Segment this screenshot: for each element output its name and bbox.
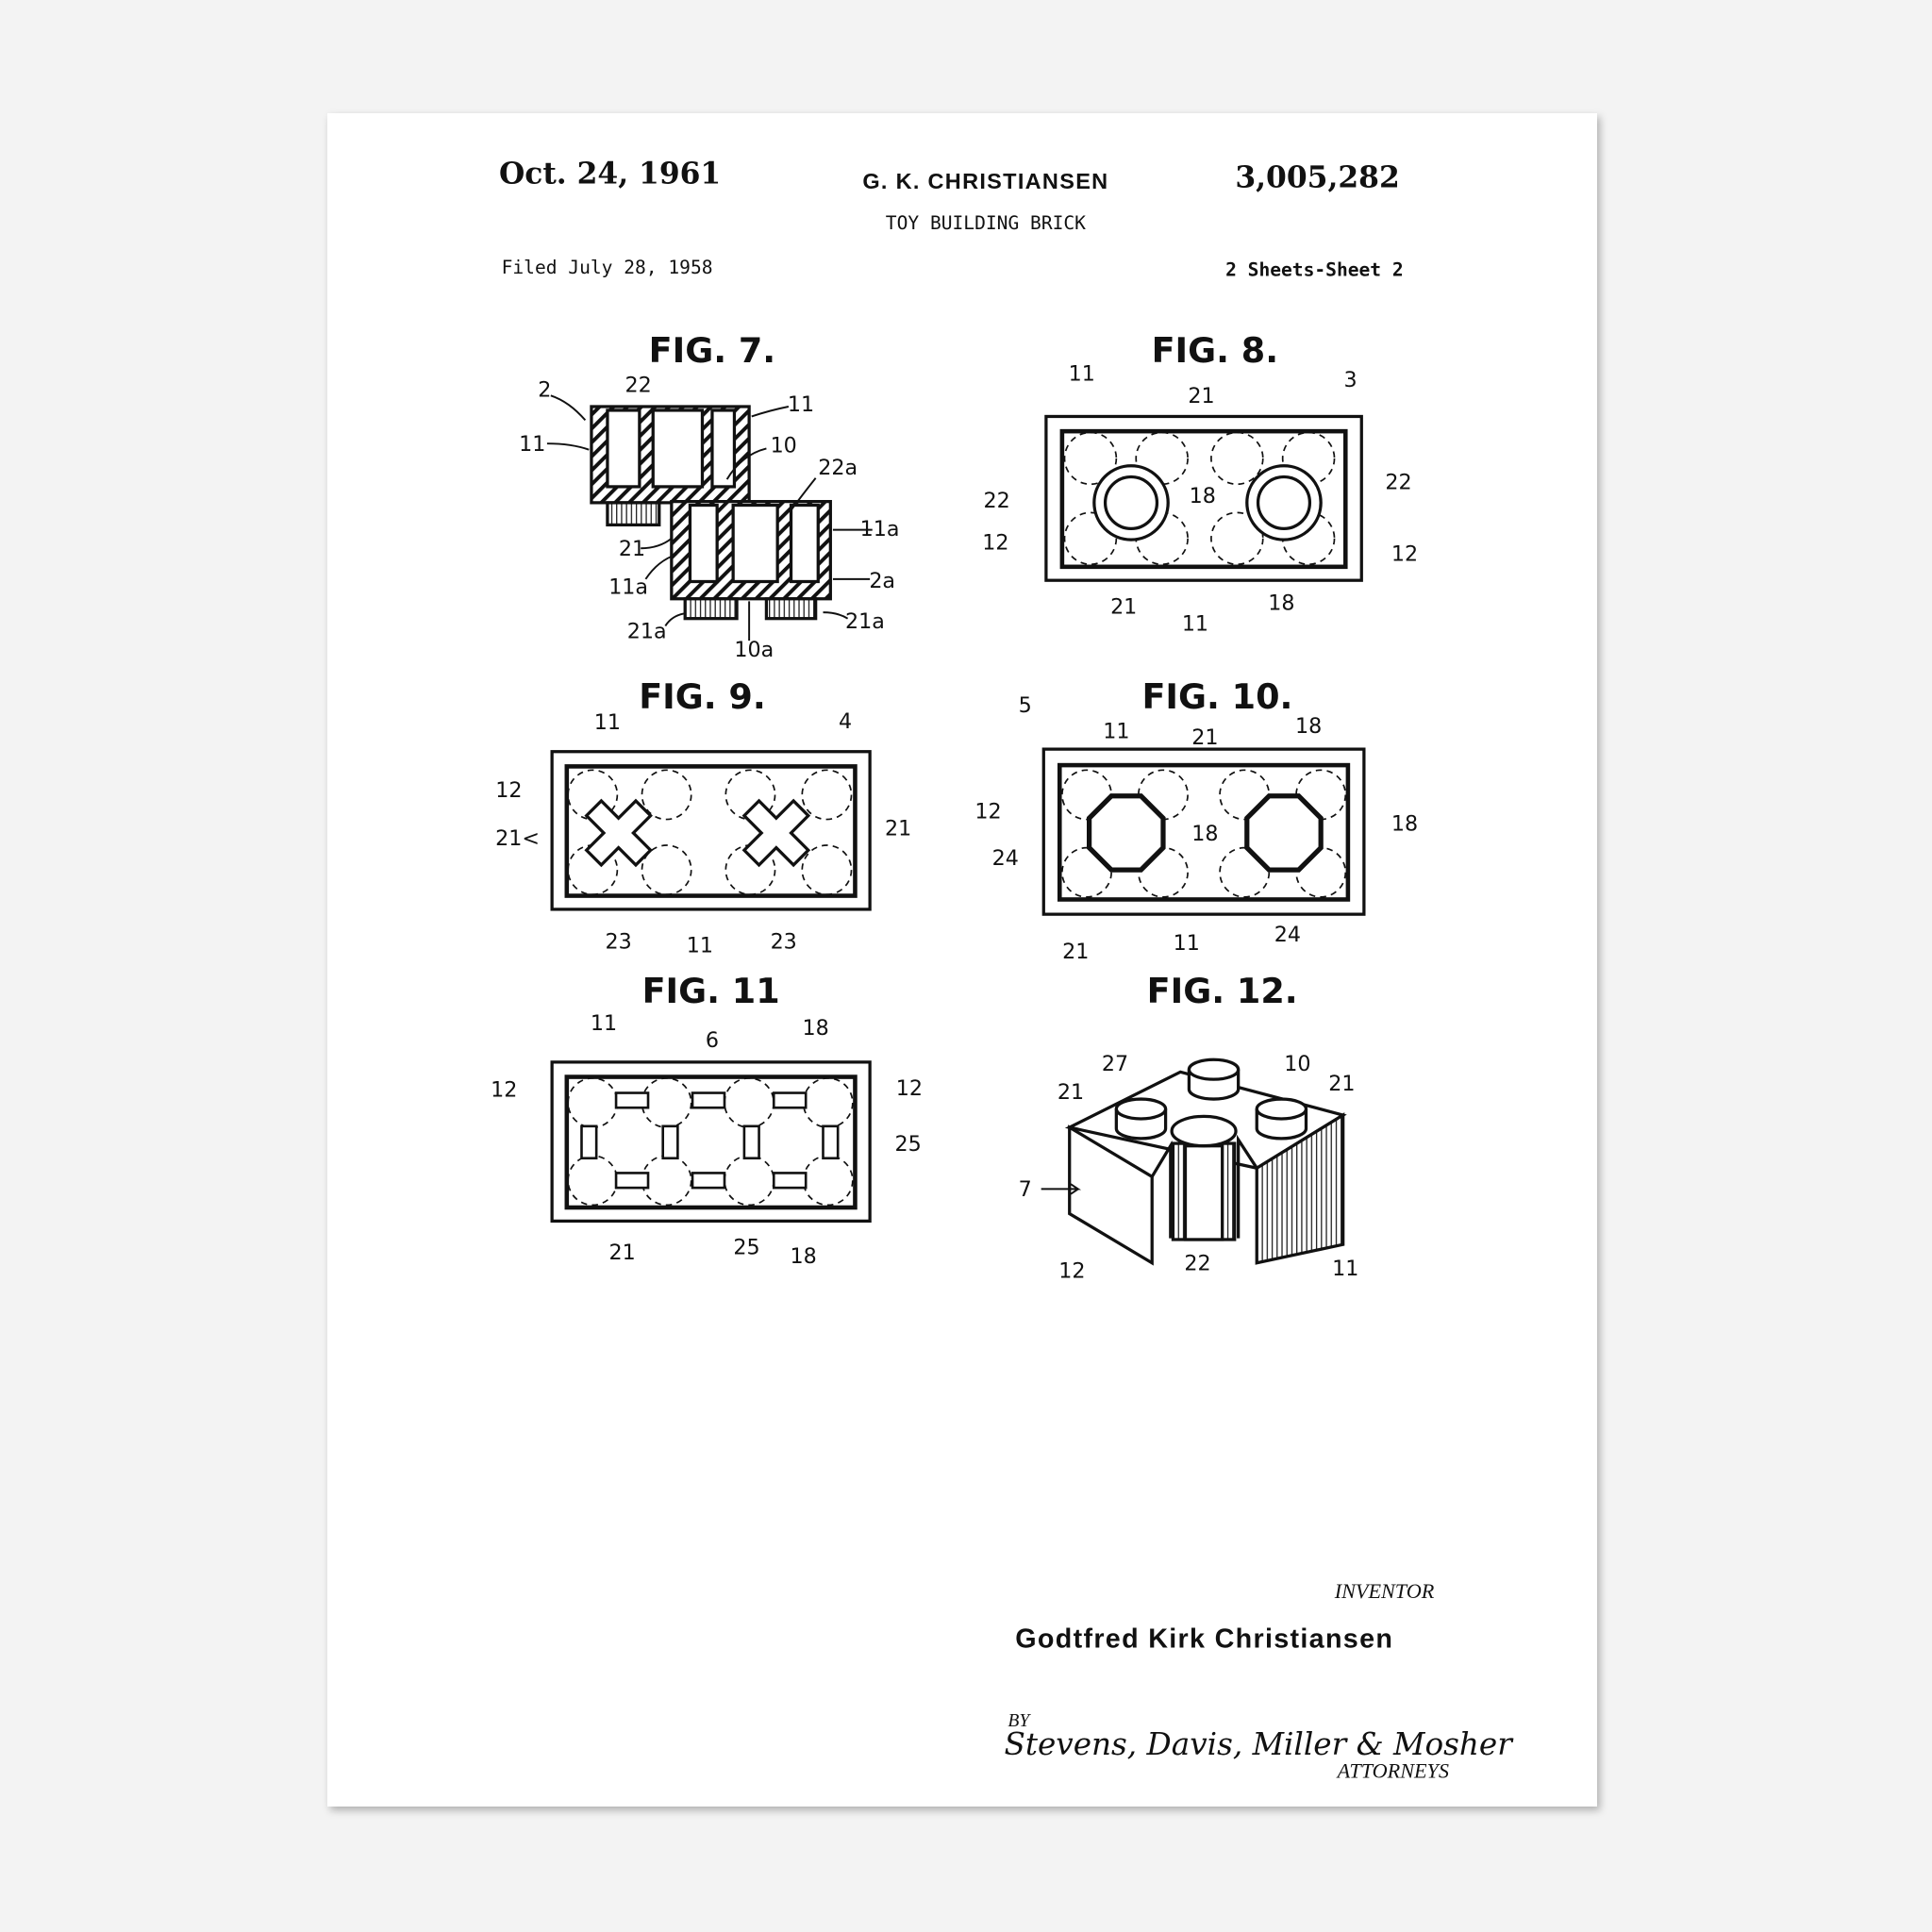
ref-label: 10a [734, 638, 774, 662]
ref-label: 21 [608, 1241, 635, 1265]
ref-label: 11 [1332, 1257, 1358, 1281]
ref-label: 22 [625, 373, 651, 397]
ref-label: 24 [992, 846, 1019, 871]
ref-label: 18 [1190, 484, 1216, 508]
ref-label: 22 [1385, 471, 1411, 495]
ref-label: 12 [1391, 541, 1418, 566]
ref-label: 12 [491, 1077, 517, 1102]
ref-label: 18 [1268, 591, 1294, 616]
figure-title: FIG. 12. [1147, 971, 1298, 1011]
ref-label: 10 [1284, 1052, 1310, 1076]
ref-label: 12 [982, 531, 1008, 556]
ref-label: 11a [608, 575, 648, 600]
figure-9: FIG. 9. 11 4 12 21< 21 23 11 23 [495, 676, 911, 958]
ref-label: 2 [538, 378, 551, 403]
figure-title: FIG. 9. [639, 676, 766, 717]
ref-label: 22a [818, 456, 858, 480]
patent-sheet [327, 113, 1597, 1807]
ref-label: 21 [1110, 594, 1137, 619]
ref-label: 12 [896, 1076, 923, 1101]
ref-label: 11 [1069, 362, 1095, 387]
ref-label: 12 [974, 799, 1001, 824]
filed-date: Filed July 28, 1958 [502, 257, 713, 278]
ref-label: 11 [594, 710, 621, 735]
ref-label: 23 [771, 930, 797, 955]
ref-label: 21 [1191, 725, 1218, 750]
figure-title: FIG. 8. [1152, 330, 1279, 371]
attorneys-signature: Stevens, Davis, Miller & Mosher [1004, 1726, 1514, 1762]
figure-12: FIG. 12. 27 10 21 21 7 12 22 11 [1019, 971, 1359, 1283]
ref-label: 18 [1191, 822, 1218, 846]
ref-label: 2a [869, 569, 895, 593]
ref-label: 21 [1062, 940, 1089, 964]
ref-label: 21a [627, 620, 667, 644]
ref-label: 11 [788, 392, 814, 417]
ref-label: 11 [591, 1011, 617, 1036]
ref-label: 18 [1295, 714, 1322, 739]
ref-label: 11 [1174, 931, 1200, 956]
ref-label: 12 [1058, 1258, 1085, 1283]
ref-label: 10 [771, 433, 797, 458]
ref-label: 25 [894, 1132, 921, 1157]
ref-label: 18 [803, 1016, 829, 1041]
inventor-name: Godtfred Kirk Christiansen [1015, 1624, 1393, 1654]
ref-label: 18 [790, 1244, 816, 1269]
ref-label: 23 [606, 930, 632, 955]
ref-label: 22 [1184, 1252, 1210, 1276]
attorneys-caption: ATTORNEYS [1336, 1759, 1449, 1783]
patent-date: Oct. 24, 1961 [499, 158, 721, 192]
ref-label: 11a [860, 517, 900, 541]
ref-label: 11 [687, 934, 713, 958]
ref-label: 7 [1019, 1177, 1032, 1202]
ref-label: 11 [1103, 719, 1129, 743]
ref-label: 21 [885, 817, 911, 841]
ref-label: 4 [839, 709, 852, 734]
ref-label: 12 [495, 778, 522, 803]
figure-11: FIG. 11 11 6 18 12 12 25 21 25 18 [491, 971, 923, 1269]
figure-title: FIG. 10. [1141, 676, 1292, 717]
inventor-short: G. K. CHRISTIANSEN [862, 169, 1108, 193]
figure-8: FIG. 8. 11 3 21 22 18 22 12 12 21 18 11 [982, 330, 1418, 637]
figure-title: FIG. 7. [649, 330, 776, 371]
ref-label: 27 [1102, 1052, 1128, 1076]
ref-label: 21a [845, 609, 885, 634]
figure-title: FIG. 11 [642, 971, 780, 1011]
ref-label: 24 [1274, 923, 1301, 947]
patent-title: TOY BUILDING BRICK [886, 212, 1086, 234]
ref-label: 5 [1019, 693, 1032, 718]
ref-label: 21 [1188, 384, 1214, 408]
ref-label: 11 [519, 432, 545, 457]
figure-10: FIG. 10. 5 11 21 18 12 18 18 24 21 11 24 [974, 676, 1418, 964]
inventor-caption: INVENTOR [1334, 1579, 1435, 1603]
figure-7: FIG. 7. 2 22 11 11 10 22a 11a 21 11a 2a … [519, 330, 899, 662]
ref-label: 3 [1343, 368, 1357, 392]
ref-label: 25 [733, 1236, 759, 1260]
ref-label: 21 [1058, 1080, 1084, 1105]
sheet-count: 2 Sheets-Sheet 2 [1225, 259, 1404, 281]
ref-label: 21 [619, 537, 645, 561]
ref-label: 18 [1391, 811, 1418, 836]
ref-label: 6 [706, 1028, 719, 1053]
ref-label: 21 [1328, 1072, 1355, 1096]
ref-label: 22 [984, 489, 1010, 513]
patent-number: 3,005,282 [1235, 161, 1399, 195]
ref-label: 21< [495, 826, 540, 851]
ref-label: 11 [1182, 612, 1208, 637]
by-label: BY [1008, 1711, 1031, 1731]
